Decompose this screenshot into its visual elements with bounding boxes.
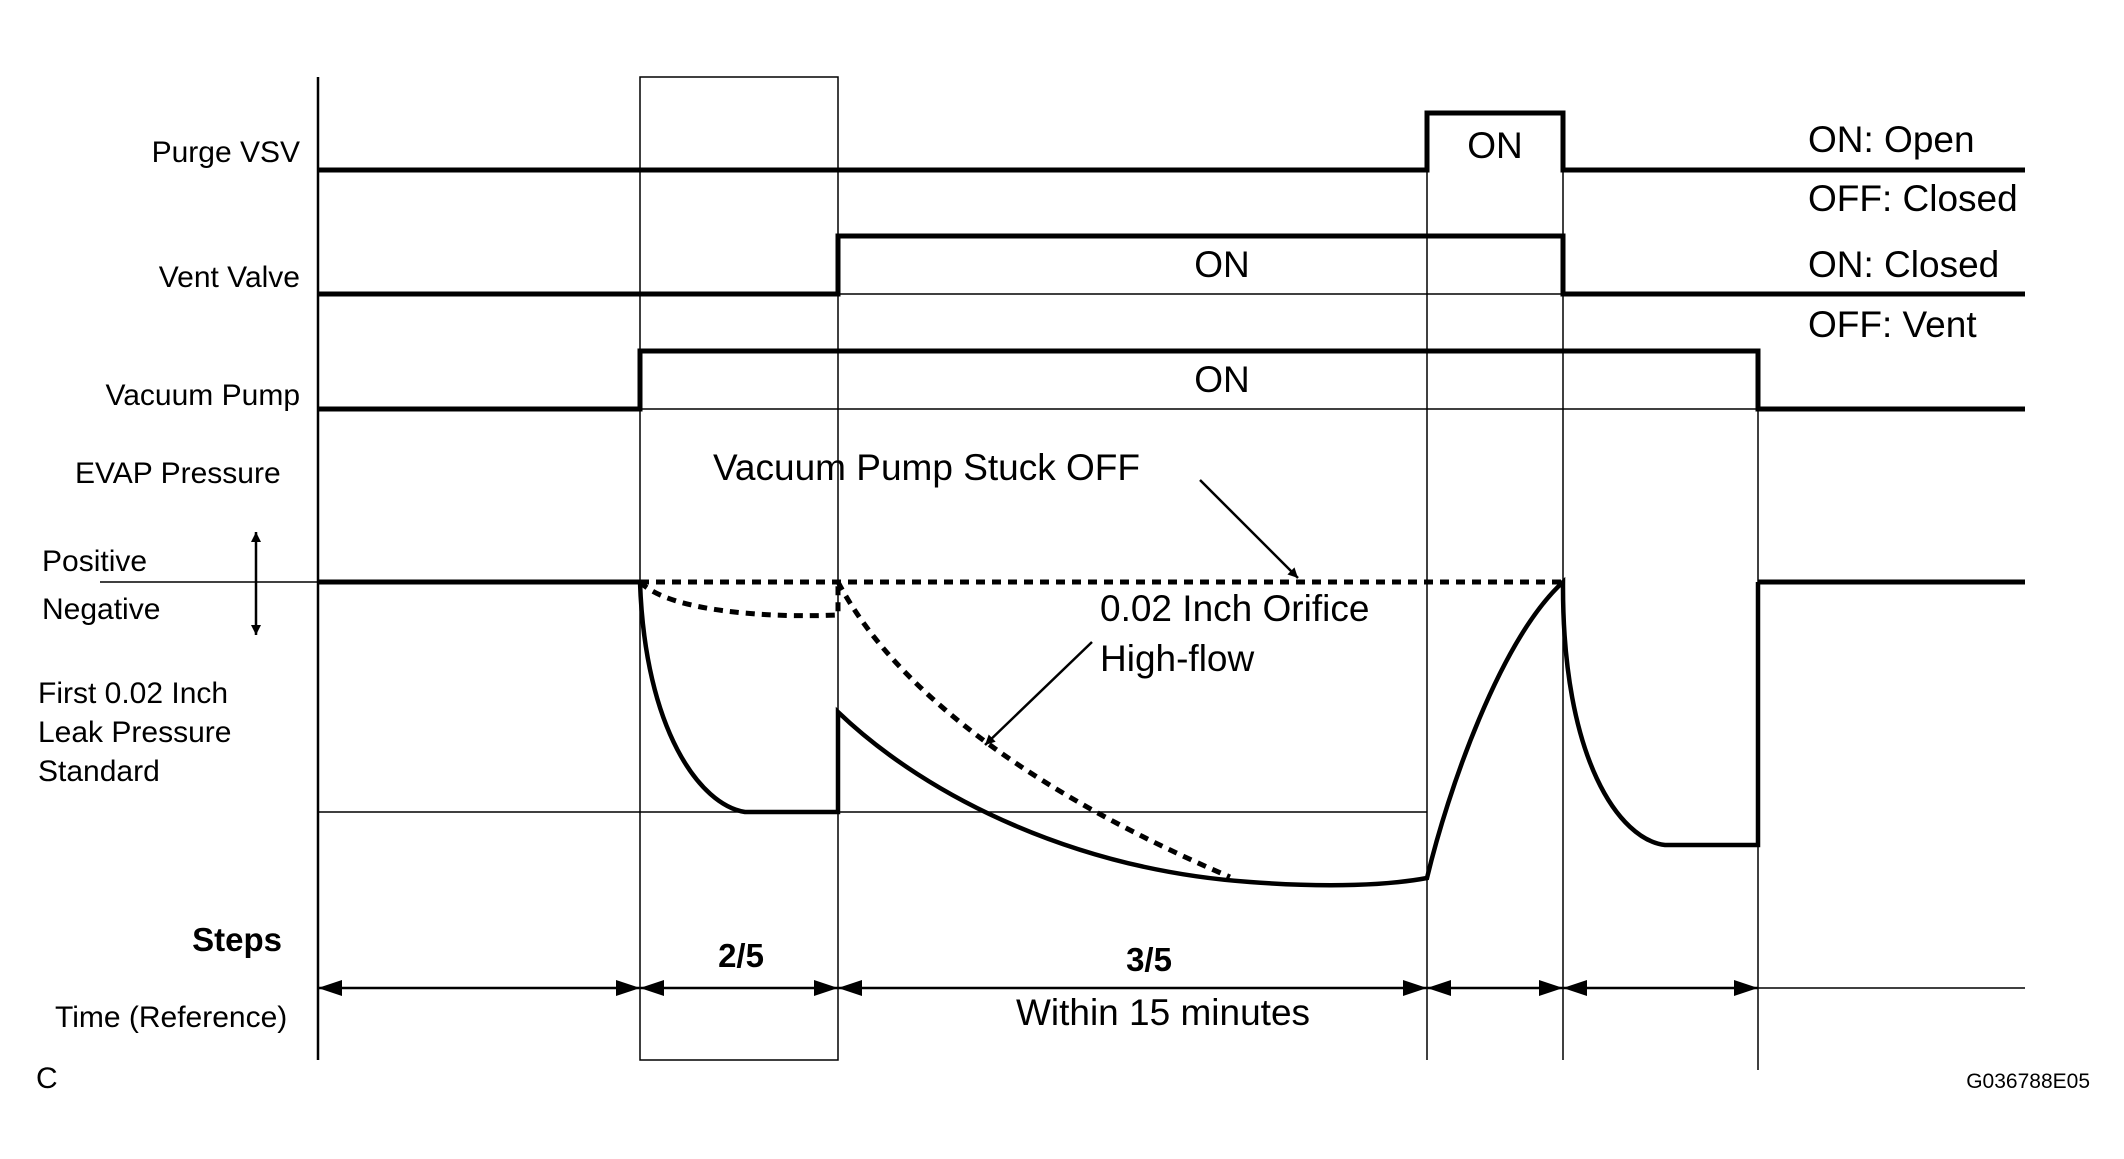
legend-purge-off: OFF: Closed <box>1808 178 2018 219</box>
vent-on-label: ON <box>1194 244 1250 285</box>
purge-on-label: ON <box>1467 125 1523 166</box>
vacuum-pump-trace <box>318 348 2025 412</box>
stuck-off-leader <box>1199 479 1299 579</box>
legend-vent-on: ON: Closed <box>1808 244 1999 285</box>
annotation-orifice-1: 0.02 Inch Orifice <box>1100 588 1369 629</box>
label-purge-vsv: Purge VSV <box>152 136 300 169</box>
label-evap-pressure: EVAP Pressure <box>75 457 281 490</box>
annotation-stuck-off: Vacuum Pump Stuck OFF <box>713 447 1140 488</box>
annotation-orifice-2: High-flow <box>1100 638 1254 679</box>
figure-code: G036788E05 <box>1966 1070 2090 1093</box>
label-negative: Negative <box>42 593 160 626</box>
corner-letter: C <box>36 1062 58 1095</box>
label-standard-2: Leak Pressure <box>38 716 231 749</box>
orifice-leader <box>984 641 1093 746</box>
time-reference-label: Time (Reference) <box>55 1001 287 1034</box>
vent-valve-trace <box>318 233 2025 297</box>
pressure-curve-main <box>637 576 1761 888</box>
step-3-label: 3/5 <box>1126 941 1172 978</box>
legend-purge-on: ON: Open <box>1808 119 1975 160</box>
pump-on-label: ON <box>1194 359 1250 400</box>
label-vent-valve: Vent Valve <box>159 261 300 294</box>
step-2-label: 2/5 <box>718 937 764 974</box>
legend-vent-off: OFF: Vent <box>1808 304 1977 345</box>
label-standard-3: Standard <box>38 755 160 788</box>
purge-vsv-trace <box>318 110 2025 173</box>
step-2-frame <box>639 76 839 1061</box>
label-standard-1: First 0.02 Inch <box>38 677 228 710</box>
label-vacuum-pump: Vacuum Pump <box>105 379 300 412</box>
pressure-curve-dotted-step2 <box>638 580 841 619</box>
steps-label: Steps <box>192 921 282 958</box>
time-window-label: Within 15 minutes <box>1016 992 1310 1033</box>
label-positive: Positive <box>42 545 147 578</box>
